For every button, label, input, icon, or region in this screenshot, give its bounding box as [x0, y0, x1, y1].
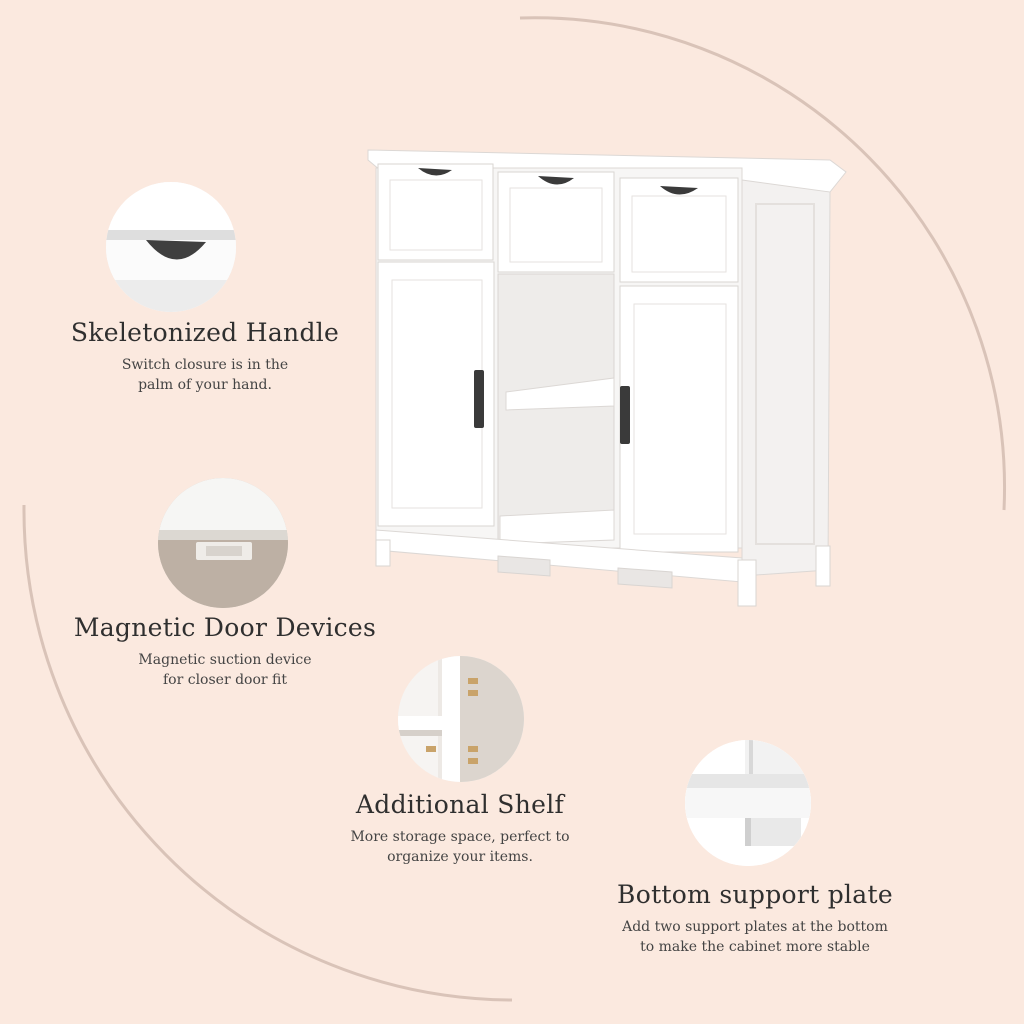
feature-title: Bottom support plate: [617, 880, 893, 909]
feature-skeletonized-handle: Skeletonized Handle Switch closure is in…: [40, 318, 370, 395]
feature-description-line: for closer door fit: [162, 672, 288, 688]
shelf-pins-icon: [398, 656, 524, 782]
feature-additional-shelf: Additional Shelf More storage space, per…: [295, 790, 625, 867]
feature-description-line: to make the cabinet more stable: [640, 939, 870, 955]
feature-description-line: Switch closure is in the: [121, 357, 289, 373]
feature-magnetic-door-devices: Magnetic Door Devices Magnetic suction d…: [60, 613, 390, 690]
feature-bottom-support-plate: Bottom support plate Add two support pla…: [590, 880, 920, 957]
feature-description: Switch closure is in the palm of your ha…: [40, 355, 370, 395]
feature-title: Magnetic Door Devices: [73, 613, 377, 642]
feature-description-line: Magnetic suction device: [138, 652, 312, 668]
feature-description-line: More storage space, perfect to: [350, 829, 570, 845]
cabinet-product-image: [360, 120, 860, 620]
feature-description: More storage space, perfect to organize …: [295, 827, 625, 867]
feature-title: Skeletonized Handle: [70, 318, 340, 347]
feature-description-line: palm of your hand.: [138, 377, 272, 393]
feature-description-line: Add two support plates at the bottom: [622, 919, 888, 935]
feature-title: Additional Shelf: [355, 790, 565, 819]
support-plate-icon: [685, 740, 811, 866]
feature-description: Add two support plates at the bottom to …: [590, 917, 920, 957]
drawer-cutout-handle-icon: [106, 182, 236, 312]
feature-description-line: organize your items.: [387, 849, 533, 865]
feature-description: Magnetic suction device for closer door …: [60, 650, 390, 690]
magnetic-catch-icon: [158, 478, 288, 608]
